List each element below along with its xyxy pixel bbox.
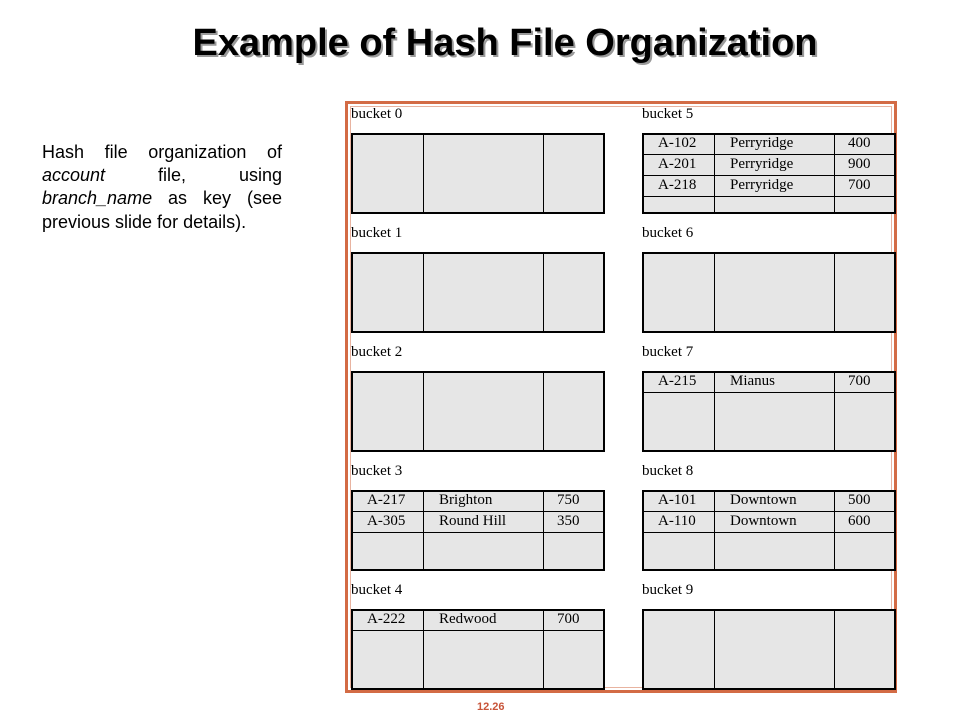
description-line-1: Hash file organization	[42, 142, 247, 162]
bucket-2-column-divider	[543, 373, 544, 450]
bucket-7-label: bucket 7	[642, 344, 694, 360]
bucket-8-column-divider	[714, 492, 715, 569]
description-branch-name-term: branch_name	[42, 188, 153, 209]
description-line-4: (see previous slide for	[42, 188, 282, 232]
bucket-4-record-account-number: A-222	[367, 611, 406, 627]
bucket-5-record-branch-name: Perryridge	[730, 177, 794, 193]
bucket-3-label: bucket 3	[351, 463, 403, 479]
bucket-0-column-divider	[423, 135, 424, 212]
bucket-5-column-divider	[714, 135, 715, 212]
bucket-8-record-balance: 500	[848, 492, 871, 508]
bucket-8-record-account-number: A-110	[658, 513, 696, 529]
bucket-3-row-divider	[353, 532, 603, 533]
bucket-1-column-divider	[543, 254, 544, 331]
bucket-7-record-account-number: A-215	[658, 373, 697, 389]
bucket-3-record-account-number: A-305	[367, 513, 406, 529]
bucket-8-record-branch-name: Downtown	[730, 492, 797, 508]
bucket-8-row-divider	[644, 511, 894, 512]
bucket-5-record-balance: 700	[848, 177, 871, 193]
description-account-term: account	[42, 165, 106, 186]
bucket-4-column-divider	[423, 611, 424, 688]
bucket-3-row-divider	[353, 511, 603, 512]
bucket-9-label: bucket 9	[642, 582, 694, 598]
bucket-3-record-account-number: A-217	[367, 492, 406, 508]
bucket-7-record-branch-name: Mianus	[730, 373, 775, 389]
hash-buckets-figure: bucket 0 bucket 1 bucket 2 bucket 3 A-217 Bri…	[345, 101, 897, 693]
bucket-2-box	[351, 371, 605, 452]
bucket-5-record-account-number: A-102	[658, 135, 697, 151]
bucket-1-column-divider	[423, 254, 424, 331]
bucket-3-record-balance: 350	[557, 513, 580, 529]
bucket-5-record-balance: 400	[848, 135, 871, 151]
bucket-5-record-account-number: A-218	[658, 177, 697, 193]
bucket-0-box	[351, 133, 605, 214]
bucket-3-record-branch-name: Brighton	[439, 492, 493, 508]
bucket-8-row-divider	[644, 532, 894, 533]
bucket-5-row-divider	[644, 175, 894, 176]
bucket-5-record-branch-name: Perryridge	[730, 135, 794, 151]
bucket-1-box	[351, 252, 605, 333]
bucket-5-record-balance: 900	[848, 156, 871, 172]
bucket-7-box: A-215 Mianus 700	[642, 371, 896, 452]
description-line-3-post: as key	[152, 188, 232, 209]
bucket-5-record-branch-name: Perryridge	[730, 156, 794, 172]
bucket-8-record-account-number: A-101	[658, 492, 697, 508]
bucket-6-column-divider	[834, 254, 835, 331]
description-line-5: details).	[183, 211, 247, 232]
bucket-7-record-balance: 700	[848, 373, 871, 389]
bucket-7-column-divider	[834, 373, 835, 450]
bucket-9-column-divider	[714, 611, 715, 688]
bucket-8-record-balance: 600	[848, 513, 871, 529]
bucket-7-column-divider	[714, 373, 715, 450]
bucket-4-box: A-222 Redwood 700	[351, 609, 605, 690]
bucket-1-label: bucket 1	[351, 225, 403, 241]
bucket-6-column-divider	[714, 254, 715, 331]
description-line-2-pre: of	[266, 142, 282, 162]
bucket-9-box	[642, 609, 896, 690]
bucket-3-record-branch-name: Round Hill	[439, 513, 507, 529]
description-line-2-post: file, using	[105, 165, 282, 186]
bucket-8-label: bucket 8	[642, 463, 694, 479]
bucket-8-record-branch-name: Downtown	[730, 513, 797, 529]
bucket-0-label: bucket 0	[351, 106, 403, 122]
bucket-4-label: bucket 4	[351, 582, 403, 598]
bucket-4-column-divider	[543, 611, 544, 688]
bucket-6-box	[642, 252, 896, 333]
bucket-7-row-divider	[644, 392, 894, 393]
bucket-6-label: bucket 6	[642, 225, 694, 241]
bucket-5-row-divider	[644, 154, 894, 155]
slide-title: Example of Hash File Organization	[192, 22, 818, 64]
bucket-8-column-divider	[834, 492, 835, 569]
bucket-5-column-divider	[834, 135, 835, 212]
bucket-5-label: bucket 5	[642, 106, 694, 122]
bucket-3-column-divider	[423, 492, 424, 569]
bucket-5-row-divider	[644, 196, 894, 197]
bucket-5-record-account-number: A-201	[658, 156, 697, 172]
description-text: Hash file organization of account file, …	[42, 141, 282, 234]
bucket-3-column-divider	[543, 492, 544, 569]
bucket-4-record-branch-name: Redwood	[439, 611, 497, 627]
bucket-2-column-divider	[423, 373, 424, 450]
bucket-4-row-divider	[353, 630, 603, 631]
bucket-0-column-divider	[543, 135, 544, 212]
bucket-9-column-divider	[834, 611, 835, 688]
slide-number: 12.26	[477, 701, 505, 713]
bucket-4-record-balance: 700	[557, 611, 580, 627]
bucket-3-record-balance: 750	[557, 492, 580, 508]
bucket-2-label: bucket 2	[351, 344, 403, 360]
